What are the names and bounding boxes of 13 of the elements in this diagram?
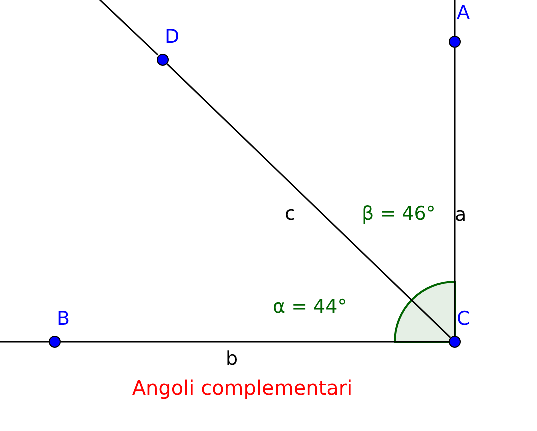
- point-label: C: [457, 310, 470, 329]
- point-label: A: [457, 4, 470, 23]
- line-segment: [454, 48, 456, 336]
- edge-label: b: [226, 350, 238, 369]
- edge-label: c: [285, 205, 296, 224]
- angle-label: β = 46°: [362, 205, 436, 224]
- angle-label: α = 44°: [273, 298, 348, 317]
- line-segment: [61, 341, 449, 343]
- caption: Angoli complementari: [131, 376, 354, 400]
- point-label: B: [57, 310, 70, 329]
- edge-label: a: [455, 206, 467, 225]
- line-segment: [166, 64, 452, 338]
- point-label: D: [165, 28, 180, 47]
